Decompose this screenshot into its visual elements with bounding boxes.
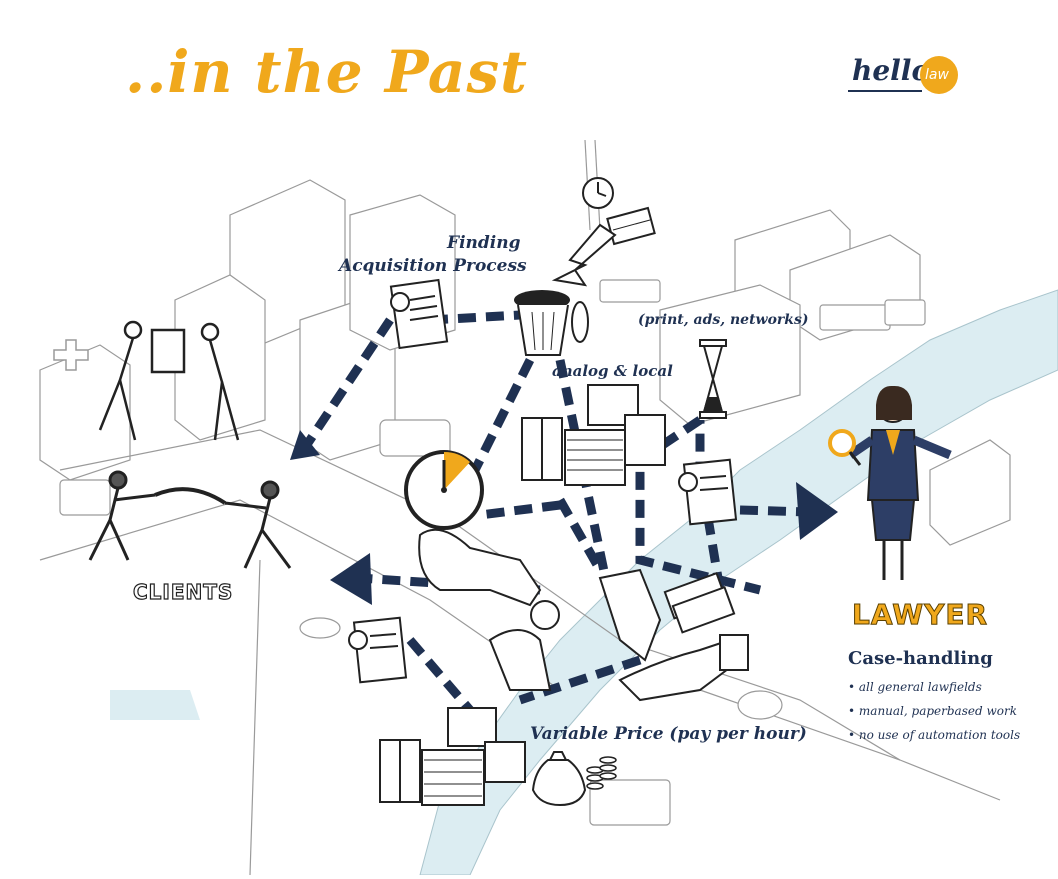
label-variable-price: Variable Price (pay per hour) bbox=[530, 724, 807, 744]
certificate-icon bbox=[348, 278, 738, 684]
arrow-heads bbox=[290, 430, 838, 605]
logo-hello-text: hello bbox=[852, 54, 931, 87]
case-handling-list: all general lawfields manual, paperbased… bbox=[848, 680, 1048, 752]
trash-can-icon bbox=[514, 290, 589, 356]
case-handling-title: Case-handling bbox=[848, 648, 993, 669]
clock-icon bbox=[582, 177, 614, 209]
people-carrying-building bbox=[98, 320, 240, 441]
stopwatch-icon bbox=[404, 450, 484, 530]
medical-cross-icon bbox=[53, 339, 89, 371]
list-item: all general lawfields bbox=[848, 680, 1048, 694]
label-acquisition: Acquisition Process bbox=[339, 256, 527, 276]
logo: hello law bbox=[848, 52, 968, 100]
hourglass-icon bbox=[699, 339, 727, 419]
handshake-icon bbox=[418, 528, 749, 702]
coin-stack-icon bbox=[586, 756, 617, 790]
label-finding: Finding bbox=[447, 233, 521, 253]
money-bag-icon bbox=[531, 751, 587, 807]
page-title: ..in the Past bbox=[125, 38, 528, 106]
logo-underline bbox=[848, 90, 922, 92]
label-channels: (print, ads, networks) bbox=[638, 312, 809, 328]
logo-law-text: law bbox=[925, 67, 949, 83]
folder-stack-icon bbox=[379, 384, 666, 806]
lawyer-label: LAWYER bbox=[851, 598, 989, 632]
down-arrow-icon bbox=[551, 223, 617, 287]
list-item: no use of automation tools bbox=[848, 728, 1048, 742]
label-analog: analog & local bbox=[552, 362, 673, 380]
river-left bbox=[110, 690, 200, 720]
clients-label: CLIENTS bbox=[132, 579, 234, 604]
list-item: manual, paperbased work bbox=[848, 704, 1048, 718]
lawyer-figure bbox=[828, 385, 952, 580]
clients-figures bbox=[88, 470, 292, 569]
money-stack-icon bbox=[663, 571, 736, 634]
paper-lines bbox=[424, 439, 623, 797]
magnifier-icon bbox=[828, 429, 856, 457]
logo-badge bbox=[920, 56, 958, 94]
money-stack-icon bbox=[606, 206, 656, 246]
